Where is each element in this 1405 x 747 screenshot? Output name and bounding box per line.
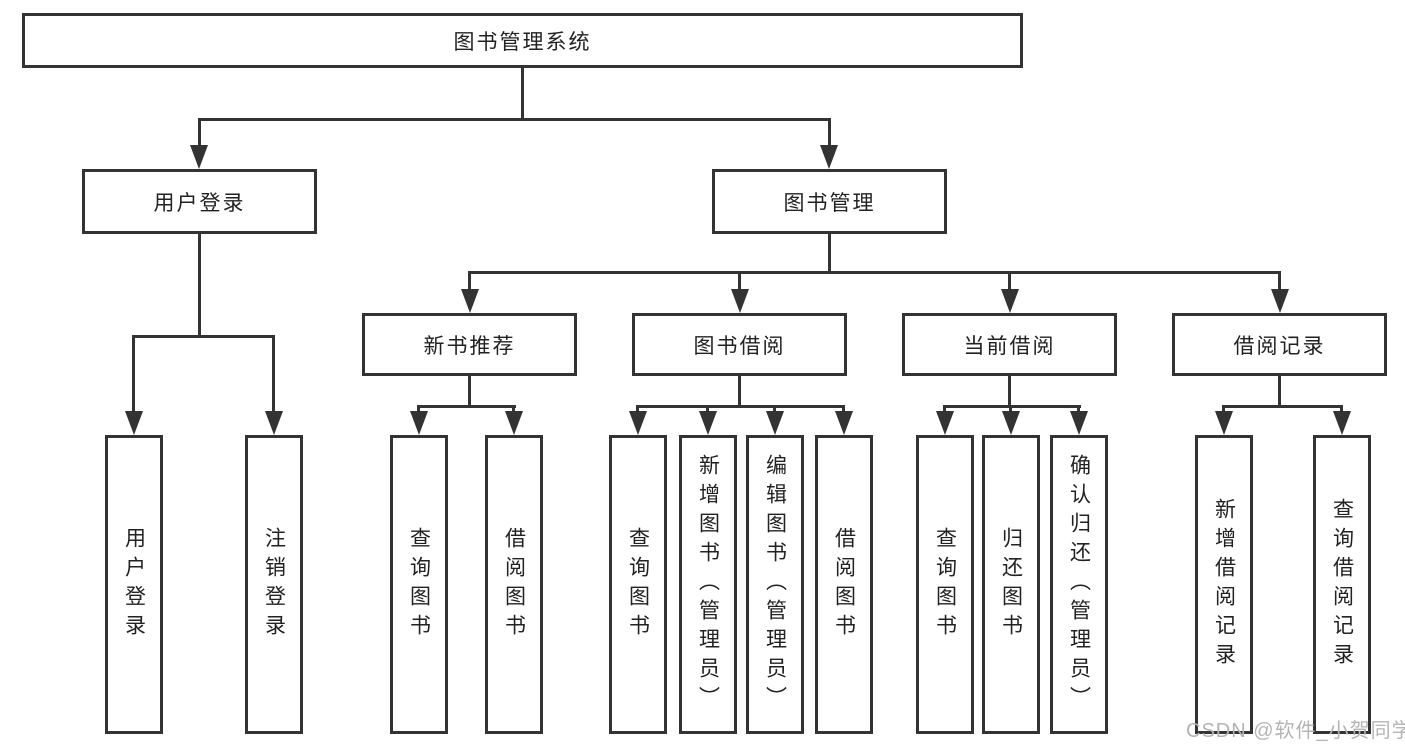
arrow-down-icon — [629, 411, 647, 435]
leaf-return-books-label: 归还图书 — [999, 526, 1023, 643]
leaf-query-borrow-record-label: 查询借阅记录 — [1330, 497, 1354, 672]
connector-segment — [1077, 405, 1080, 413]
leaf-query-books-current: 查询图书 — [916, 435, 974, 734]
connector-segment — [417, 405, 420, 413]
node-book-borrow-label: 图书借阅 — [693, 334, 786, 358]
leaf-confirm-return-admin-label: 确认归还（管理员） — [1067, 454, 1091, 715]
connector-segment — [1008, 376, 1011, 408]
arrow-down-icon — [1002, 411, 1020, 435]
connector-segment — [272, 335, 275, 412]
connector-segment — [1340, 405, 1343, 413]
arrow-down-icon — [1333, 411, 1351, 435]
connector-segment — [636, 405, 639, 413]
leaf-borrow-books-recommend-label: 借阅图书 — [502, 526, 526, 643]
node-book-management: 图书管理 — [712, 169, 947, 234]
connector-segment — [828, 118, 831, 147]
leaf-borrow-books-label: 借阅图书 — [832, 526, 856, 643]
arrow-down-icon — [461, 289, 479, 313]
node-borrow-record: 借阅记录 — [1172, 313, 1387, 376]
connector-segment — [1008, 271, 1011, 291]
connector-segment — [132, 335, 135, 412]
arrow-down-icon — [1215, 411, 1233, 435]
leaf-query-books-borrow: 查询图书 — [609, 435, 667, 734]
leaf-borrow-books: 借阅图书 — [815, 435, 873, 734]
connector-segment — [198, 234, 201, 338]
arrow-down-icon — [265, 411, 283, 435]
leaf-return-books: 归还图书 — [982, 435, 1040, 734]
leaf-query-books-borrow-label: 查询图书 — [626, 526, 650, 643]
node-new-book-recommend-label: 新书推荐 — [423, 334, 516, 358]
arrow-down-icon — [410, 411, 428, 435]
leaf-user-login-label: 用户登录 — [122, 526, 146, 643]
connector-segment — [943, 405, 1081, 408]
leaf-confirm-return-admin: 确认归还（管理员） — [1050, 435, 1108, 734]
arrow-down-icon — [190, 145, 208, 169]
arrow-down-icon — [820, 145, 838, 169]
node-book-borrow: 图书借阅 — [632, 313, 847, 376]
connector-segment — [738, 376, 741, 408]
leaf-edit-books-admin-label: 编辑图书（管理员） — [763, 454, 787, 715]
arrow-down-icon — [936, 411, 954, 435]
connector-segment — [773, 405, 776, 413]
leaf-borrow-books-recommend: 借阅图书 — [485, 435, 543, 734]
arrow-down-icon — [731, 289, 749, 313]
leaf-logout: 注销登录 — [245, 435, 303, 734]
connector-segment — [706, 405, 709, 413]
node-new-book-recommend: 新书推荐 — [362, 313, 577, 376]
node-book-management-label: 图书管理 — [783, 191, 876, 215]
node-current-borrow: 当前借阅 — [902, 313, 1117, 376]
arrow-down-icon — [766, 411, 784, 435]
arrow-down-icon — [1070, 411, 1088, 435]
connector-segment — [828, 234, 831, 274]
leaf-query-books-recommend-label: 查询图书 — [407, 526, 431, 643]
connector-segment — [636, 405, 845, 408]
leaf-add-books-admin-label: 新增图书（管理员） — [696, 454, 720, 715]
arrow-down-icon — [505, 411, 523, 435]
leaf-query-books-recommend: 查询图书 — [390, 435, 448, 734]
connector-segment — [1222, 405, 1343, 408]
connector-segment — [521, 68, 524, 120]
connector-segment — [943, 405, 946, 413]
leaf-logout-label: 注销登录 — [262, 526, 286, 643]
connector-segment — [1278, 376, 1281, 408]
connector-segment — [198, 118, 201, 147]
leaf-edit-books-admin: 编辑图书（管理员） — [746, 435, 804, 734]
connector-segment — [842, 405, 845, 413]
leaf-query-borrow-record: 查询借阅记录 — [1313, 435, 1371, 734]
node-root-label: 图书管理系统 — [453, 30, 592, 54]
leaf-add-books-admin: 新增图书（管理员） — [679, 435, 737, 734]
node-borrow-record-label: 借阅记录 — [1233, 334, 1326, 358]
connector-segment — [417, 405, 516, 408]
connector-segment — [468, 376, 471, 408]
arrow-down-icon — [1001, 289, 1019, 313]
node-user-login-label: 用户登录 — [153, 191, 246, 215]
connector-segment — [1009, 405, 1012, 413]
leaf-user-login: 用户登录 — [105, 435, 163, 734]
connector-segment — [512, 405, 515, 413]
arrow-down-icon — [699, 411, 717, 435]
connector-segment — [1222, 405, 1225, 413]
node-current-borrow-label: 当前借阅 — [963, 334, 1056, 358]
connector-segment — [468, 271, 471, 291]
connector-segment — [132, 335, 275, 338]
leaf-add-borrow-record-label: 新增借阅记录 — [1212, 497, 1236, 672]
arrow-down-icon — [835, 411, 853, 435]
node-root: 图书管理系统 — [22, 13, 1023, 68]
connector-segment — [198, 118, 831, 121]
leaf-query-books-current-label: 查询图书 — [933, 526, 957, 643]
node-user-login: 用户登录 — [82, 169, 317, 234]
connector-segment — [468, 271, 1281, 274]
connector-segment — [1278, 271, 1281, 291]
arrow-down-icon — [125, 411, 143, 435]
connector-segment — [738, 271, 741, 291]
arrow-down-icon — [1271, 289, 1289, 313]
csdn-watermark: CSDN @软件_小贺同学 — [1186, 720, 1405, 742]
leaf-add-borrow-record: 新增借阅记录 — [1195, 435, 1253, 734]
